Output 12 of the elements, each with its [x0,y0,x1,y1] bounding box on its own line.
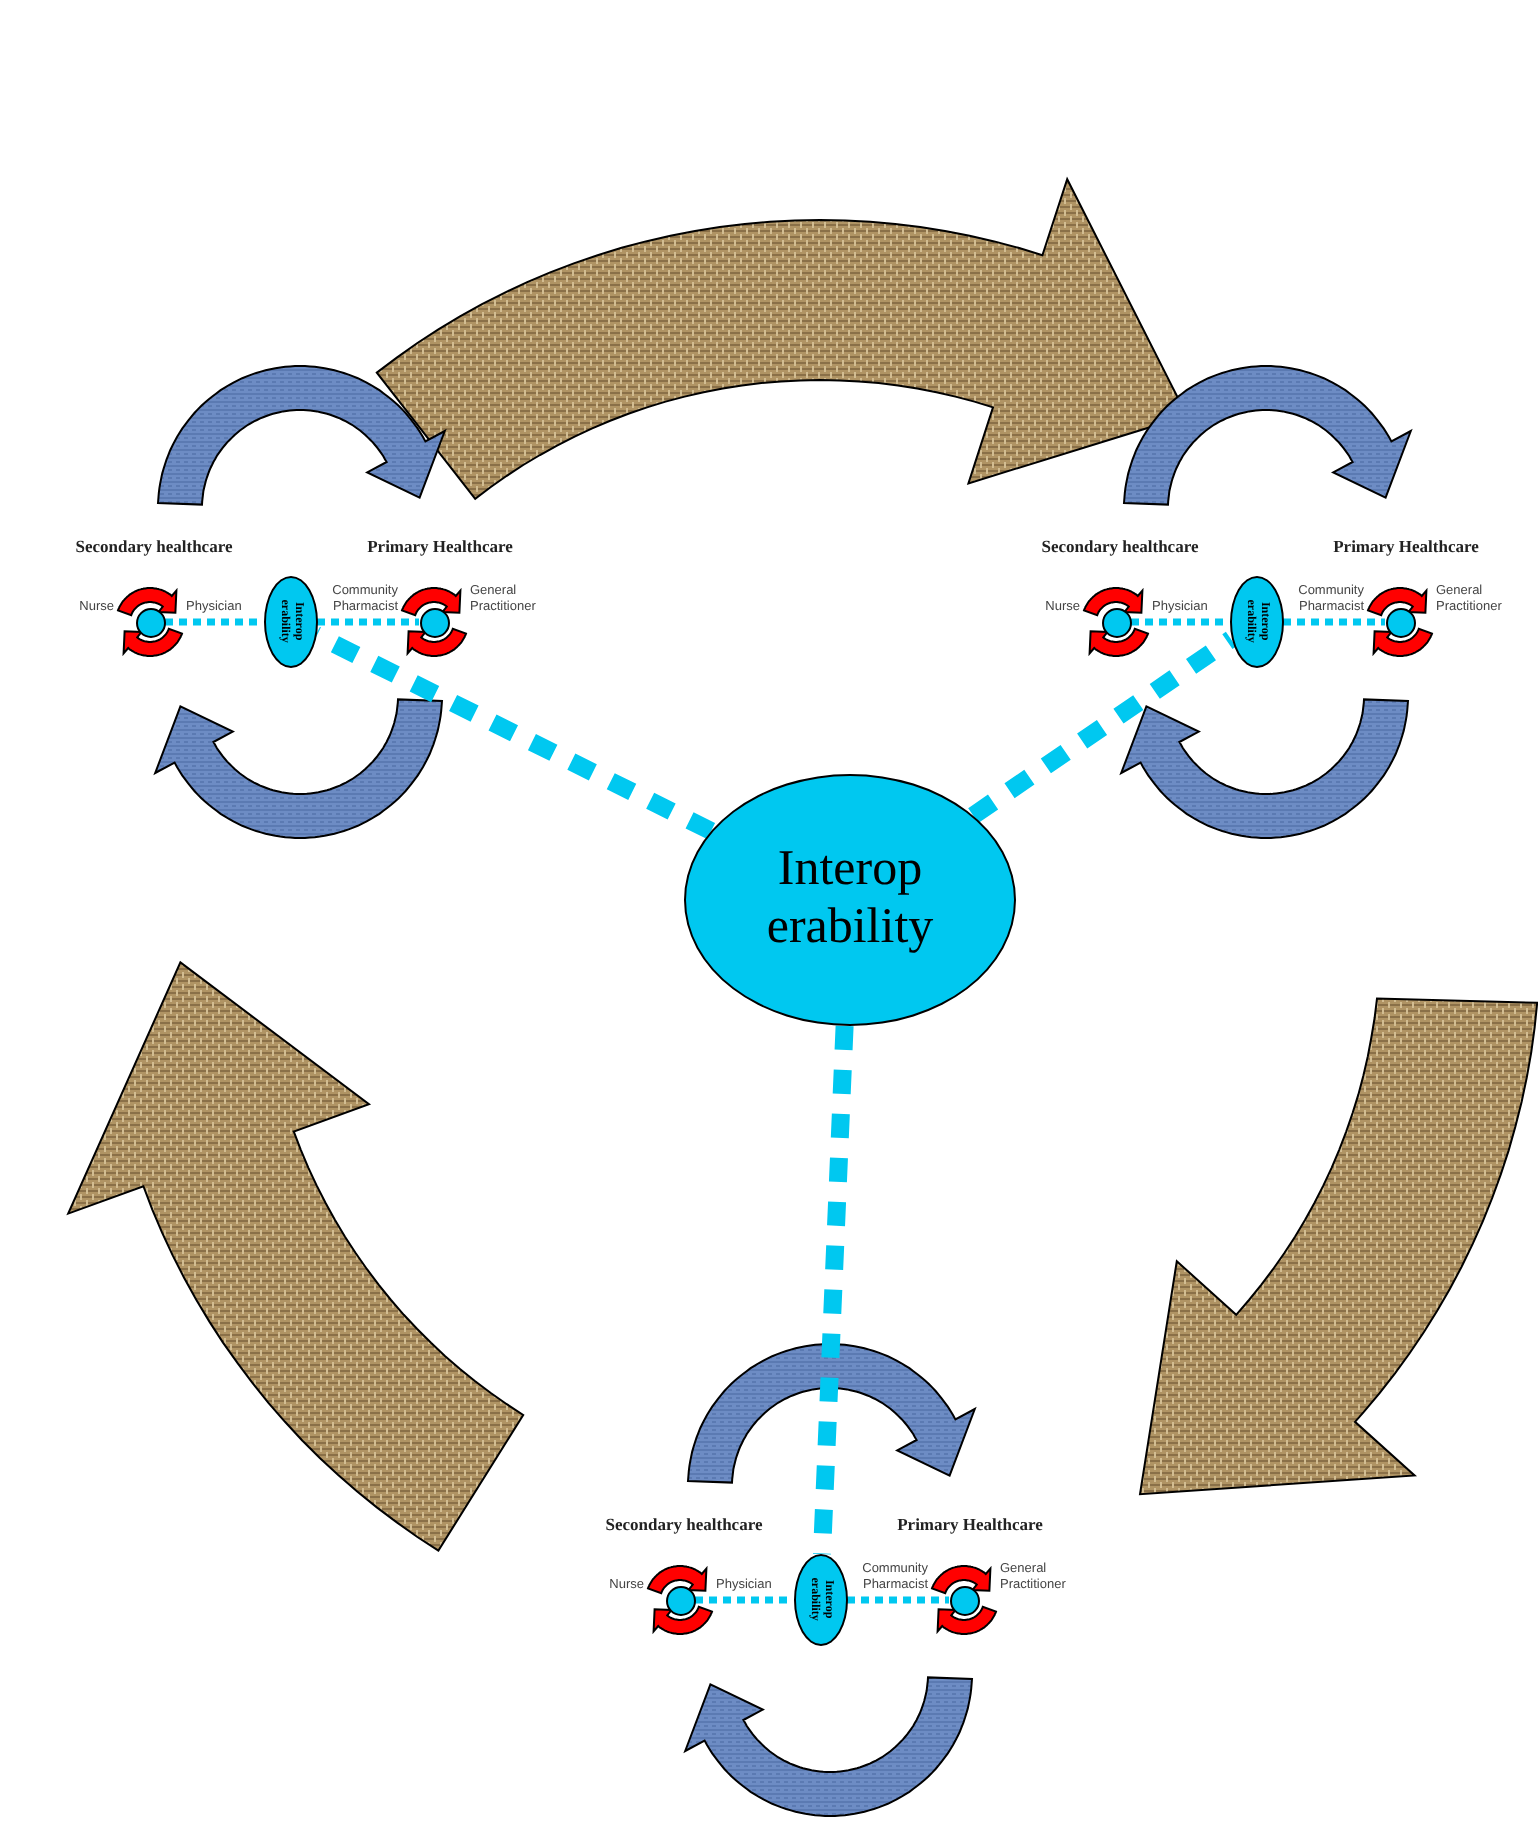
group-heading: Secondary healthcare [605,1514,763,1534]
group-heading: Primary Healthcare [367,536,513,556]
group-heading: Primary Healthcare [1333,536,1479,556]
group-heading: Secondary healthcare [75,536,233,556]
group-heading: Primary Healthcare [897,1514,1043,1534]
group-heading: Secondary healthcare [1041,536,1199,556]
ellipse-node [263,576,317,668]
dotted-connector [812,1025,854,1555]
node-text: Interop erability [764,842,936,958]
ellipse-node [1229,576,1283,668]
dotted-connector [968,631,1237,824]
ellipse-node [793,1554,847,1646]
